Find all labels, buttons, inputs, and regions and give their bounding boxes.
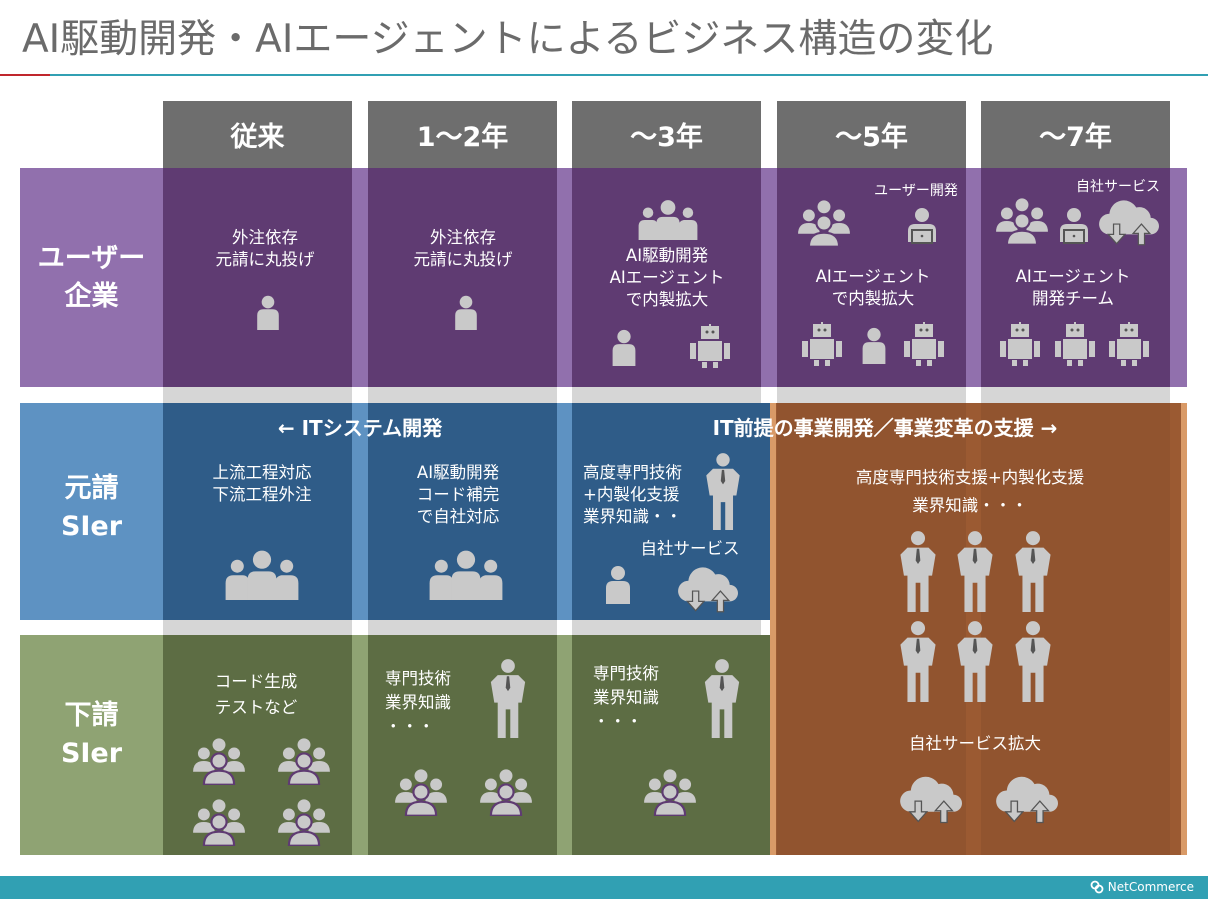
robot-icon [1053, 322, 1097, 366]
col-gap [777, 387, 966, 403]
robot-icon [998, 322, 1042, 366]
user-c2-text: 外注依存 元請に丸投げ [413, 228, 513, 269]
prime-c2-text: AI駆動開発 コード補完 で自社対応 [416, 463, 500, 526]
user-c3-text: AI駆動開発 AIエージェント で内製拡大 [609, 246, 725, 309]
col-gap [368, 620, 557, 635]
businessman-icon [702, 658, 742, 738]
column-header-1-2y: 1〜2年 [368, 101, 557, 168]
team-icon [797, 199, 851, 247]
sub-c3-text: 専門技術 業界知識 ・・・ [593, 664, 659, 731]
robot-icon [1107, 322, 1151, 366]
robot-icon [800, 322, 844, 366]
orange-support-text: 高度専門技術支援+内製化支援 業界知識・・・ [855, 468, 1085, 515]
user-c5-text: AIエージェント 開発チーム [1015, 267, 1131, 308]
robot-icon [902, 322, 946, 366]
person-laptop-icon [902, 205, 942, 247]
row-label-user: ユーザー 企業 [37, 243, 146, 312]
col-gap [163, 620, 352, 635]
team-icon [643, 768, 697, 816]
column-header-5y: 〜5年 [777, 101, 966, 168]
col-gap [572, 387, 761, 403]
team-icon [995, 197, 1049, 245]
businessman-icon [703, 452, 743, 530]
businessman-icon [488, 658, 528, 738]
col-gap [572, 620, 761, 635]
cloud-sync-icon [994, 773, 1058, 825]
row-label-prime: 元請 SIer [60, 473, 123, 542]
businessman-icon [953, 620, 997, 702]
orange-service-text: 自社サービス拡大 [909, 734, 1041, 753]
footer-logo: NetCommerce [1090, 880, 1194, 894]
cell-sub-2 [368, 635, 557, 855]
businessman-icon [1011, 530, 1055, 612]
col-gap [163, 387, 352, 403]
team-icon [479, 768, 533, 816]
banner-business-transformation: IT前提の事業開発／事業変革の支援 → [712, 416, 1058, 440]
group-icon [636, 198, 700, 240]
group-icon [222, 548, 302, 600]
businessman-icon [1011, 620, 1055, 702]
row-label-sub: 下請 SIer [60, 700, 123, 769]
logo-mark-icon [1090, 880, 1104, 894]
person-icon [250, 292, 286, 332]
team-icon [192, 737, 246, 785]
prime-c1-text: 上流工程対応 下流工程外注 [212, 463, 312, 504]
person-icon [448, 292, 484, 332]
orange-col-5 [981, 403, 1170, 855]
cell-user-1 [163, 168, 352, 387]
user-c5-label: 自社サービス [1076, 179, 1160, 195]
cell-user-2 [368, 168, 557, 387]
cloud-sync-icon [1097, 198, 1159, 246]
page-title: AI駆動開発・AIエージェントによるビジネス構造の変化 [22, 17, 994, 62]
person-laptop-icon [1054, 205, 1094, 247]
user-c1-text: 外注依存 元請に丸投げ [215, 228, 315, 269]
robot-icon [688, 324, 732, 368]
team-icon [277, 737, 331, 785]
col-gap [368, 387, 557, 403]
column-header-3y: 〜3年 [572, 101, 761, 168]
person-icon [605, 326, 643, 368]
team-icon [192, 798, 246, 846]
cell-prime-3 [572, 403, 770, 620]
prime-c3-service: 自社サービス [640, 539, 740, 558]
title-underline-accent [0, 74, 50, 76]
businessman-icon [953, 530, 997, 612]
businessman-icon [896, 530, 940, 612]
footer-bar [0, 876, 1208, 899]
title-underline [50, 74, 1208, 76]
banner-it-system-dev: ← ITシステム開発 [277, 416, 443, 440]
sub-c1-text: コード生成 テストなど [214, 672, 298, 717]
group-icon [426, 548, 506, 600]
cell-sub-3 [572, 635, 770, 855]
businessman-icon [896, 620, 940, 702]
column-header-current: 従来 [163, 101, 352, 168]
person-icon [855, 324, 893, 366]
team-icon [277, 798, 331, 846]
user-c4-text: AIエージェント で内製拡大 [815, 267, 931, 308]
user-c4-label: ユーザー開発 [874, 183, 958, 199]
column-header-7y: 〜7年 [981, 101, 1170, 168]
col-gap [981, 387, 1170, 403]
cloud-sync-icon [676, 564, 738, 614]
team-icon [394, 768, 448, 816]
cloud-sync-icon [898, 773, 962, 825]
prime-c3-text: 高度専門技術 +内製化支援 業界知識・・ [583, 463, 682, 526]
logo-text: NetCommerce [1107, 880, 1194, 894]
sub-c2-text: 専門技術 業界知識 ・・・ [385, 669, 451, 736]
person-icon [598, 562, 638, 606]
